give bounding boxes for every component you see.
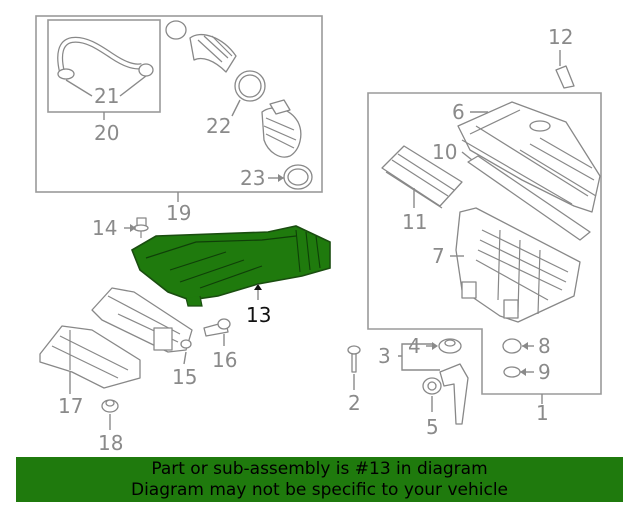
callout-18[interactable]: 18 [98,431,123,455]
part-21-hose [57,36,154,80]
callout-19[interactable]: 19 [166,201,191,225]
callout-12[interactable]: 12 [548,25,573,49]
arrow-23 [278,174,284,182]
part-11-filter [381,145,463,209]
callout-15[interactable]: 15 [172,365,197,389]
part-8-bushing [502,338,522,354]
callout-17[interactable]: 17 [58,394,83,418]
part-5-bracket [422,363,469,425]
part-6-upper-cover [457,101,601,213]
callout-11[interactable]: 11 [402,210,427,234]
callout-21[interactable]: 21 [94,84,119,108]
callout-14[interactable]: 14 [92,216,117,240]
part-23-duct [261,99,313,190]
leader-21 [65,75,147,97]
leader-10 [461,151,473,161]
callout-6[interactable]: 6 [452,100,465,124]
arrow-13 [254,284,262,290]
part-13-resonator-highlighted [131,225,331,307]
arrow-9 [520,368,526,376]
leader-22 [231,99,241,117]
leader-3 [398,343,440,371]
part-14-clip [133,217,149,238]
callout-2[interactable]: 2 [348,391,361,415]
callout-1[interactable]: 1 [536,401,549,425]
callout-22[interactable]: 22 [206,114,231,138]
part-18-grommet [101,399,119,413]
part-17-air-guide [39,325,141,389]
banner-line-2: Diagram may not be specific to your vehi… [130,480,508,500]
part-2-bolt [347,345,361,373]
leader-15 [183,351,187,365]
callout-20[interactable]: 20 [94,121,119,145]
callout-9[interactable]: 9 [538,360,551,384]
callout-4[interactable]: 4 [408,334,421,358]
group-box-1 [367,92,602,395]
arrow-14 [130,224,136,232]
arrow-8 [522,342,528,350]
banner-line-1: Part or sub-assembly is #13 in diagram [151,459,488,479]
callout-7[interactable]: 7 [432,244,445,268]
parts-diagram: 21 20 22 23 19 12 6 10 11 7 13 14 16 15 … [35,15,602,455]
callout-13[interactable]: 13 [246,303,271,327]
part-4-insulator [438,338,462,354]
callout-3[interactable]: 3 [378,344,391,368]
callout-8[interactable]: 8 [538,334,551,358]
group-box-19 [35,15,323,193]
part-12-bracket [555,65,575,89]
part-9-grommet [503,366,521,378]
callout-23[interactable]: 23 [240,166,265,190]
callout-5[interactable]: 5 [426,415,439,439]
part-15-duct [91,287,193,353]
part-10-filter-element [467,155,591,241]
arrow-4 [432,342,438,350]
callout-10[interactable]: 10 [432,140,457,164]
info-banner: Part or sub-assembly is #13 in diagram D… [16,457,623,502]
part-7-lower-case [455,207,581,323]
part-16-bolt [203,318,231,337]
part-22-intake-hose [165,20,266,102]
callout-16[interactable]: 16 [212,348,237,372]
